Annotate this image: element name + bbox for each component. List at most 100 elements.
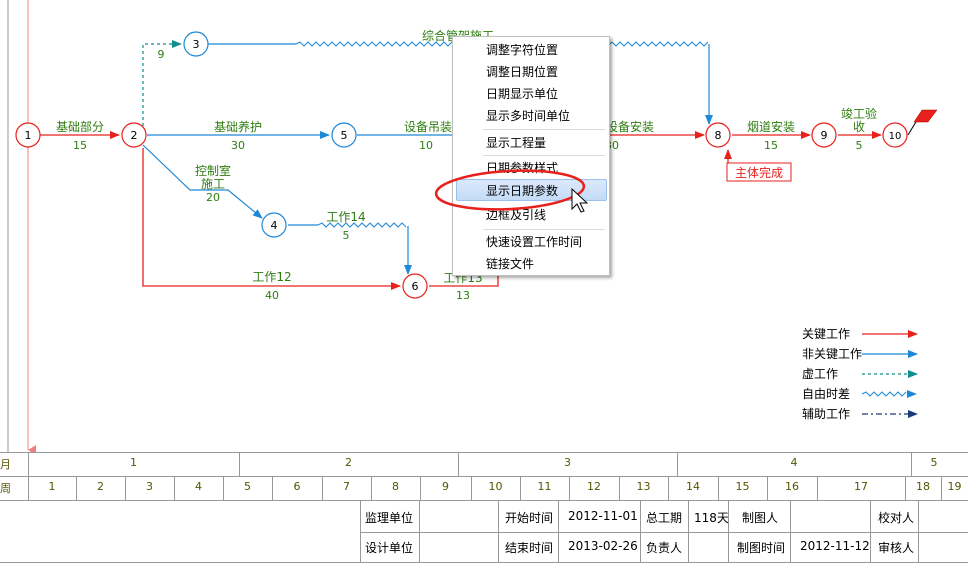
activity-duration: 9 bbox=[158, 48, 165, 61]
week-7: 7 bbox=[343, 480, 350, 493]
node-10[interactable]: 10 bbox=[882, 122, 908, 148]
week-19: 19 bbox=[947, 480, 962, 493]
start-time-label: 开始时间 bbox=[505, 511, 554, 525]
activity-duration: 10 bbox=[419, 139, 433, 152]
svg-text:8: 8 bbox=[715, 129, 722, 142]
menu-item-border-leader[interactable]: 边框及引线 bbox=[486, 208, 547, 222]
month-3: 3 bbox=[564, 456, 571, 469]
week-15: 15 bbox=[735, 480, 750, 493]
week-10: 10 bbox=[488, 480, 503, 493]
svg-text:2: 2 bbox=[131, 129, 138, 142]
owner-label: 负责人 bbox=[646, 541, 683, 555]
week-18: 18 bbox=[916, 480, 930, 493]
activity-duration: 15 bbox=[764, 139, 778, 152]
activity-duration: 40 bbox=[265, 289, 279, 302]
activity-duration: 30 bbox=[231, 139, 245, 152]
legend-float-line bbox=[861, 391, 907, 397]
svg-text:1: 1 bbox=[25, 129, 32, 142]
milestone-label: 主体完成 bbox=[735, 165, 783, 180]
week-divider bbox=[371, 476, 372, 500]
week-divider bbox=[174, 476, 175, 500]
activity-duration: 20 bbox=[206, 191, 220, 204]
node-4[interactable]: 4 bbox=[261, 212, 287, 238]
week-17: 17 bbox=[854, 480, 868, 493]
activity-label: 基础养护 bbox=[214, 119, 262, 134]
menu-item-show-date-params[interactable]: 显示日期参数 bbox=[456, 179, 607, 201]
menu-item-link-file[interactable]: 链接文件 bbox=[486, 257, 535, 271]
week-16: 16 bbox=[785, 480, 799, 493]
node-3[interactable]: 3 bbox=[183, 31, 209, 57]
week-5: 5 bbox=[244, 480, 251, 493]
activity-label: 工作14 bbox=[326, 210, 365, 224]
activity-label: 收 bbox=[853, 120, 865, 134]
supervisor-label: 监理单位 bbox=[365, 511, 414, 525]
end-time-label: 结束时间 bbox=[505, 541, 554, 555]
menu-item-show-quantity[interactable]: 显示工程量 bbox=[486, 136, 547, 150]
total-duration-value: 118天 bbox=[694, 511, 729, 525]
activity-duration: 13 bbox=[456, 289, 470, 302]
menu-item-date-unit[interactable]: 日期显示单位 bbox=[486, 87, 559, 101]
menu-item-multi-time-unit[interactable]: 显示多时间单位 bbox=[486, 109, 571, 123]
legend-label: 辅助工作 bbox=[802, 407, 850, 421]
edge-4-6-float[interactable] bbox=[317, 222, 407, 228]
week-divider bbox=[76, 476, 77, 500]
week-4: 4 bbox=[195, 480, 202, 493]
legend: 关键工作 非关键工作 虚工作 自由时差 辅助工作 bbox=[802, 327, 918, 421]
checker-label: 校对人 bbox=[878, 511, 915, 525]
draw-time-value: 2012-11-12 bbox=[800, 539, 870, 553]
week-divider bbox=[905, 476, 906, 500]
week-12: 12 bbox=[587, 480, 601, 493]
node-2[interactable]: 2 bbox=[121, 122, 147, 148]
menu-item-quick-worktime[interactable]: 快速设置工作时间 bbox=[486, 235, 583, 249]
draw-time-label: 制图时间 bbox=[737, 541, 786, 555]
month-1: 1 bbox=[130, 456, 137, 469]
context-menu[interactable]: 调整字符位置 调整日期位置 日期显示单位 显示多时间单位 显示工程量 日期参数样… bbox=[452, 36, 610, 276]
node-6[interactable]: 6 bbox=[402, 273, 428, 299]
menu-separator bbox=[483, 155, 605, 156]
menu-item-adjust-date-position[interactable]: 调整日期位置 bbox=[486, 65, 559, 79]
svg-text:5: 5 bbox=[341, 129, 348, 142]
total-duration-label: 总工期 bbox=[646, 511, 683, 525]
month-2: 2 bbox=[345, 456, 352, 469]
week-divider bbox=[569, 476, 570, 500]
reviewer-label: 审核人 bbox=[878, 541, 915, 555]
activity-label: 设备吊装 bbox=[404, 120, 452, 134]
month-row-label: 月 bbox=[0, 458, 11, 471]
svg-text:10: 10 bbox=[889, 131, 902, 142]
menu-separator bbox=[483, 129, 605, 130]
week-divider bbox=[718, 476, 719, 500]
node-9[interactable]: 9 bbox=[811, 122, 837, 148]
menu-item-date-param-style[interactable]: 日期参数样式 bbox=[486, 161, 559, 175]
month-5: 5 bbox=[930, 456, 938, 469]
node-1[interactable]: 1 bbox=[15, 122, 41, 148]
edge-2-6[interactable] bbox=[142, 148, 401, 290]
week-divider bbox=[817, 476, 818, 500]
edge-2-4[interactable] bbox=[142, 144, 263, 219]
week-8: 8 bbox=[392, 480, 399, 493]
activity-label: 基础部分 bbox=[56, 119, 104, 134]
week-11: 11 bbox=[537, 480, 552, 493]
activity-label: 设备安装 bbox=[606, 119, 654, 134]
node-5[interactable]: 5 bbox=[331, 122, 357, 148]
network-diagram[interactable]: 主体完成 基础部分 15 9 基础养护 30 控制室 施工 20 工作12 40… bbox=[0, 0, 968, 452]
activity-label: 烟道安装 bbox=[747, 119, 795, 134]
node-8[interactable]: 8 bbox=[705, 122, 731, 148]
month-4: 4 bbox=[790, 456, 798, 469]
menu-separator bbox=[483, 229, 605, 230]
activity-duration: 15 bbox=[73, 139, 87, 152]
finish-flag-icon bbox=[913, 109, 938, 123]
week-divider bbox=[619, 476, 620, 500]
week-divider bbox=[272, 476, 273, 500]
activity-label: 竣工验 bbox=[841, 106, 877, 121]
activity-label: 施工 bbox=[201, 177, 225, 191]
menu-item-adjust-char-position[interactable]: 调整字符位置 bbox=[486, 43, 559, 57]
svg-text:3: 3 bbox=[193, 38, 200, 51]
activity-duration: 5 bbox=[856, 139, 863, 152]
week-divider bbox=[223, 476, 224, 500]
legend-label: 关键工作 bbox=[802, 327, 850, 341]
svg-text:9: 9 bbox=[821, 129, 828, 142]
milestone-box[interactable] bbox=[726, 162, 792, 182]
week-2: 2 bbox=[97, 480, 104, 493]
week-9: 9 bbox=[442, 480, 449, 493]
